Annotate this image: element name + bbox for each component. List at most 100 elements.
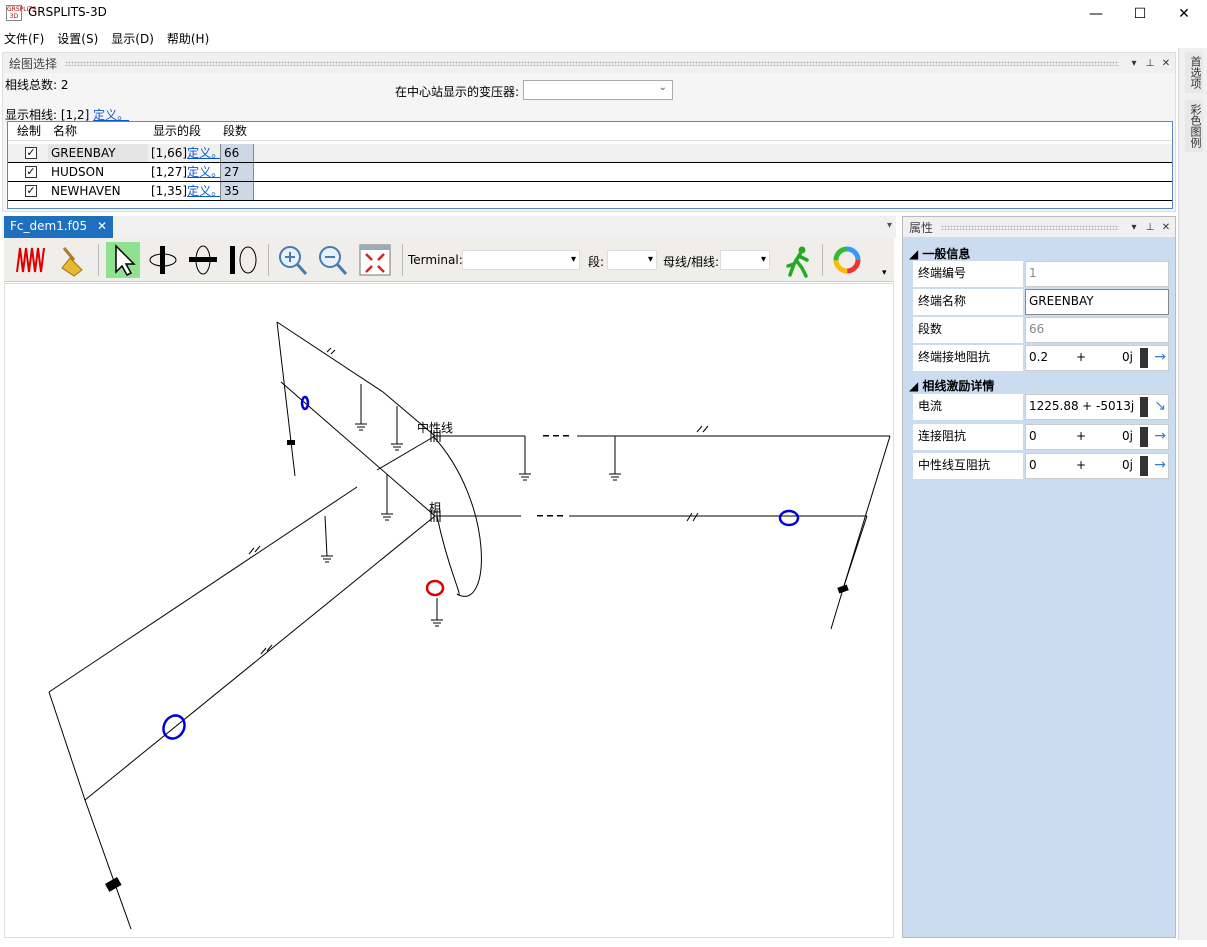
chevron-down-icon: ⌄ (658, 82, 667, 93)
tab-close-icon[interactable]: ✕ (96, 219, 108, 233)
menu-help[interactable]: 帮助(H) (166, 32, 210, 46)
app-icon: GRSPLITS 3D (6, 5, 36, 21)
pin-icon[interactable]: ⊥ (1145, 57, 1155, 69)
current-field[interactable]: 1225.88 + -5013j ↘ (1025, 394, 1169, 420)
maximize-button[interactable]: ☐ (1133, 6, 1147, 22)
break-mark (248, 545, 261, 555)
toolbar-overflow-icon[interactable]: ▾ (882, 268, 887, 278)
close-icon[interactable]: ✕ (1161, 221, 1171, 233)
col-header: 名称 (53, 124, 78, 138)
terminal-marker (287, 440, 295, 445)
menu-file[interactable]: 文件(F) (4, 32, 45, 46)
menu-bar: 文件(F) 设置(S) 显示(D) 帮助(H) (0, 28, 1207, 48)
terminal-name-field[interactable]: GREENBAY (1025, 289, 1169, 315)
dropdown-icon[interactable]: ▾ (1131, 57, 1137, 69)
general-section[interactable]: ◢ 一般信息 (909, 247, 971, 261)
tab-dropdown-icon[interactable]: ▾ (886, 220, 892, 231)
drawing-canvas[interactable]: 中性线 相 (4, 283, 894, 938)
draw-checkbox[interactable]: ✓ (25, 184, 37, 197)
neutral-label: 中性线 (417, 420, 453, 435)
arrow-right-icon[interactable]: → (1154, 349, 1166, 365)
rotate-axis-icon[interactable] (226, 242, 260, 278)
ground-icon (391, 443, 403, 451)
col-header: 显示的段 (153, 124, 202, 138)
neutral-mutual-impedance-field[interactable]: 0 + 0j → (1025, 453, 1169, 479)
bus-bars (430, 430, 441, 522)
break-mark (260, 644, 273, 655)
waveform-icon[interactable] (14, 242, 48, 278)
arrow-right-icon[interactable]: → (1154, 457, 1166, 473)
minimize-button[interactable]: — (1089, 6, 1103, 22)
col-header: 绘制 (17, 124, 42, 138)
pin-icon[interactable]: ⊥ (1145, 221, 1155, 233)
table-row[interactable]: ✓ GREENBAY [1,66]定义。 66 (8, 144, 1172, 163)
zoom-out-icon[interactable] (316, 242, 350, 278)
phase-label: 相 (429, 501, 441, 515)
color-wheel-icon[interactable] (830, 242, 864, 278)
tab-document[interactable]: Fc_dem1.f05 ✕ (4, 216, 114, 238)
red-marker (425, 579, 445, 597)
close-icon[interactable]: ✕ (1161, 57, 1171, 69)
terminal-select[interactable]: ▾ (462, 250, 580, 270)
connection-impedance-label: 连接阻抗 (913, 424, 1023, 450)
bus-phase-select[interactable]: ▾ (720, 250, 770, 270)
toolbar-separator (822, 244, 823, 276)
table-row[interactable]: ✓ NEWHAVEN [1,35]定义。 35 (8, 182, 1172, 201)
bus-phase-label: 母线/相线: (663, 255, 720, 269)
segment-define-link[interactable]: 定义。 (187, 146, 224, 160)
rotate-vertical-icon[interactable] (146, 242, 180, 278)
col-header: 段数 (223, 124, 248, 138)
segment-label: 段: (588, 255, 605, 269)
draw-checkbox[interactable]: ✓ (25, 146, 37, 159)
drag-grip[interactable] (65, 60, 1119, 66)
connection-impedance-field[interactable]: 0 + 0j → (1025, 424, 1169, 450)
arrow-down-right-icon[interactable]: ↘ (1154, 398, 1166, 414)
close-button[interactable]: ✕ (1178, 6, 1190, 22)
table-row[interactable]: ✓ HUDSON [1,27]定义。 27 (8, 163, 1172, 182)
ground-impedance-field[interactable]: 0.2 + 0j → (1025, 345, 1169, 371)
rotate-horizontal-icon[interactable] (186, 242, 220, 278)
segment-define-link[interactable]: 定义。 (187, 184, 224, 198)
arrow-right-icon[interactable]: → (1154, 428, 1166, 444)
tab-preferences[interactable]: 首选项 (1185, 52, 1203, 93)
spinner-icon[interactable] (1140, 348, 1148, 368)
menu-display[interactable]: 显示(D) (111, 32, 154, 46)
excitation-section[interactable]: ◢ 相线激励详情 (909, 379, 995, 393)
ground-impedance-label: 终端接地阻抗 (913, 345, 1023, 371)
drag-grip[interactable] (941, 224, 1119, 230)
toolbar-separator (268, 244, 269, 276)
segment-define-link[interactable]: 定义。 (187, 165, 224, 179)
broom-icon[interactable] (56, 242, 90, 278)
wires (48, 321, 891, 930)
title-bar: GRSPLITS 3D GRSPLITS-3D — ☐ ✕ (0, 0, 1207, 28)
spinner-icon[interactable] (1140, 427, 1148, 447)
collapse-triangle-icon: ◢ (909, 247, 919, 261)
spinner-icon[interactable] (1140, 397, 1148, 417)
segment-count-field: 66 (1025, 317, 1169, 343)
define-link[interactable]: 定义。 (93, 108, 130, 122)
draw-checkbox[interactable]: ✓ (25, 165, 37, 178)
select-pointer-icon[interactable] (106, 242, 140, 278)
spinner-icon[interactable] (1140, 456, 1148, 476)
run-icon[interactable] (780, 242, 814, 278)
fit-to-window-icon[interactable] (358, 242, 392, 278)
chevron-down-icon: ▾ (570, 254, 576, 265)
terminal-markers (104, 440, 849, 892)
dropdown-icon[interactable]: ▾ (1131, 221, 1137, 233)
tab-color-legend[interactable]: 彩色图例 (1185, 100, 1203, 152)
plot-selection-panel: 绘图选择 ▾ ⊥ ✕ 相线总数: 2 在中心站显示的变压器: ⌄ 显示相线: [… (2, 52, 1176, 212)
document-tab-bar: Fc_dem1.f05 ✕ ▾ (2, 216, 896, 238)
current-markers (162, 395, 800, 740)
menu-settings[interactable]: 设置(S) (57, 32, 99, 46)
break-mark (326, 347, 336, 355)
terminal-marker (837, 584, 849, 594)
blue-marker (162, 714, 186, 740)
segment-count-label: 段数 (913, 317, 1023, 343)
zoom-in-icon[interactable] (276, 242, 310, 278)
toolbar-separator (402, 244, 403, 276)
segment-select[interactable]: ▾ (607, 250, 657, 270)
transformer-select[interactable]: ⌄ (523, 80, 673, 100)
transformer-label: 在中心站显示的变压器: (395, 85, 520, 99)
terminal-label: Terminal: (408, 253, 463, 267)
circuit-diagram: 中性线 相 (48, 321, 891, 930)
